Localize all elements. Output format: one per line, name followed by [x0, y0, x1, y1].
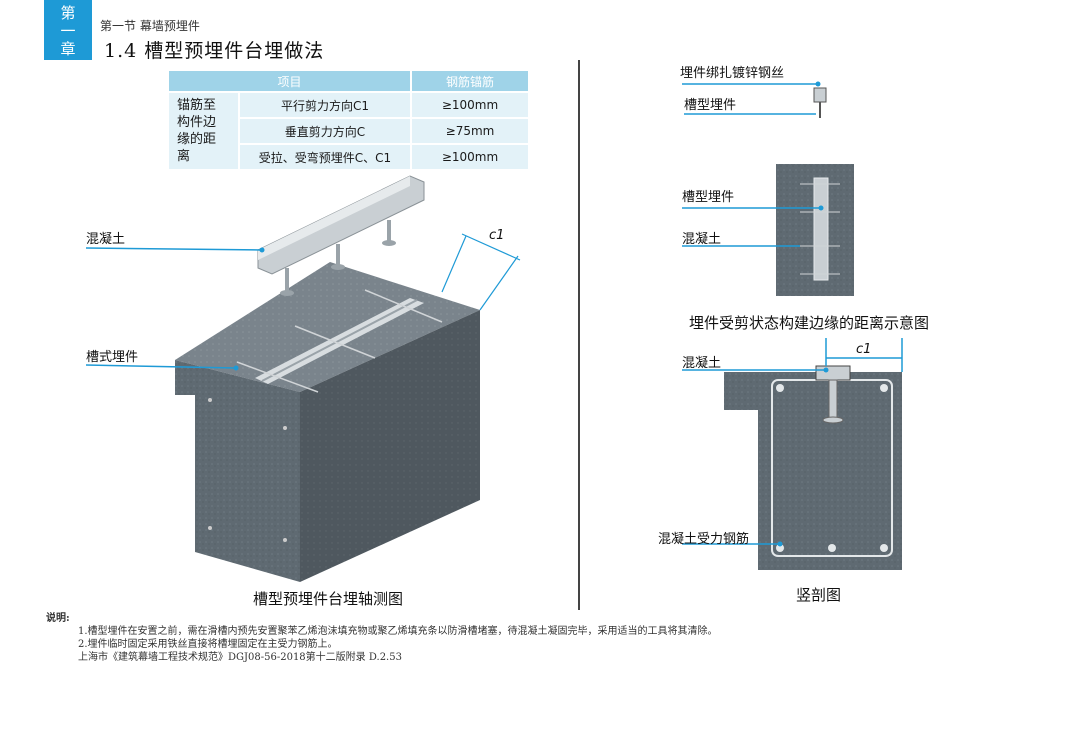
- chapter-tab-char: 章: [60, 40, 76, 58]
- table-row-group-label: 锚筋至 构件边 缘的距 离: [169, 93, 238, 169]
- axonometric-drawing: [85, 175, 521, 582]
- table-header-item: 项目: [169, 71, 410, 91]
- table-header-value: 钢筋锚筋: [412, 71, 528, 91]
- label-concrete-middle: 混凝土: [682, 232, 722, 247]
- caption-axonometric: 槽型预埋件台埋轴测图: [253, 590, 404, 608]
- table-cell-value: ≥75mm: [412, 119, 528, 143]
- caption-section: 竖剖图: [796, 586, 842, 604]
- section-view-drawing: [682, 338, 903, 570]
- vertical-divider: [578, 60, 580, 610]
- chapter-tab: 第 一 章: [44, 0, 92, 60]
- note-line: 2.埋件临时固定采用铁丝直接将槽埋固定在主受力钢筋上。: [78, 639, 338, 650]
- table-cell-value: ≥100mm: [412, 145, 528, 169]
- concrete-top-face: [175, 262, 480, 392]
- label-concrete: 混凝土: [86, 232, 126, 247]
- label-rebar: 混凝土受力钢筋: [658, 532, 750, 547]
- label-galvanized-wire: 埋件绑扎镀锌钢丝: [680, 66, 785, 81]
- dimension-c1: c1: [489, 228, 505, 243]
- table-row: 垂直剪力方向C ≥75mm: [169, 119, 528, 143]
- note-line: 上海市《建筑幕墙工程技术规范》DGJ08-56-2018第十二版附录 D.2.5…: [78, 652, 402, 663]
- table-cell-item: 垂直剪力方向C: [240, 119, 410, 143]
- page-title: 1.4 槽型预埋件台埋做法: [104, 40, 325, 62]
- chapter-tab-char: 一: [60, 22, 76, 40]
- note-line: 1.槽型埋件在安置之前，需在滑槽内预先安置聚苯乙烯泡沫填充物或聚乙烯填充条以防滑…: [78, 626, 718, 637]
- section-label: 第一节 幕墙预埋件: [100, 19, 200, 33]
- notes: 说明: 1.槽型埋件在安置之前，需在滑槽内预先安置聚苯乙烯泡沫填充物或聚乙烯填充…: [46, 612, 718, 664]
- label-channel-middle: 槽型埋件: [682, 190, 735, 205]
- dimension-c1-section: c1: [856, 342, 872, 357]
- channel-detail-top: [682, 81, 827, 118]
- concrete-right-face: [300, 310, 480, 582]
- plan-view-drawing: [682, 164, 854, 296]
- table-cell-value: ≥100mm: [412, 93, 528, 117]
- caption-edge-distance: 埋件受剪状态构建边缘的距离示意图: [689, 314, 930, 332]
- label-channel-embed: 槽式埋件: [86, 350, 139, 365]
- label-concrete-section: 混凝土: [682, 356, 722, 371]
- table-cell-item: 受拉、受弯预埋件C、C1: [240, 145, 410, 169]
- label-channel-top: 槽型埋件: [684, 98, 737, 113]
- table-row: 受拉、受弯预埋件C、C1 ≥100mm: [169, 145, 528, 169]
- table-row: 锚筋至 构件边 缘的距 离 平行剪力方向C1 ≥100mm: [169, 93, 528, 169]
- chapter-tab-char: 第: [60, 4, 76, 22]
- table-cell-item: 平行剪力方向C1: [240, 93, 410, 117]
- concrete-front-face: [175, 360, 300, 582]
- spec-table: 项目 钢筋锚筋 锚筋至 构件边 缘的距 离 平行剪力方向C1 ≥100mm 垂直…: [167, 69, 530, 171]
- notes-heading: 说明:: [46, 613, 70, 624]
